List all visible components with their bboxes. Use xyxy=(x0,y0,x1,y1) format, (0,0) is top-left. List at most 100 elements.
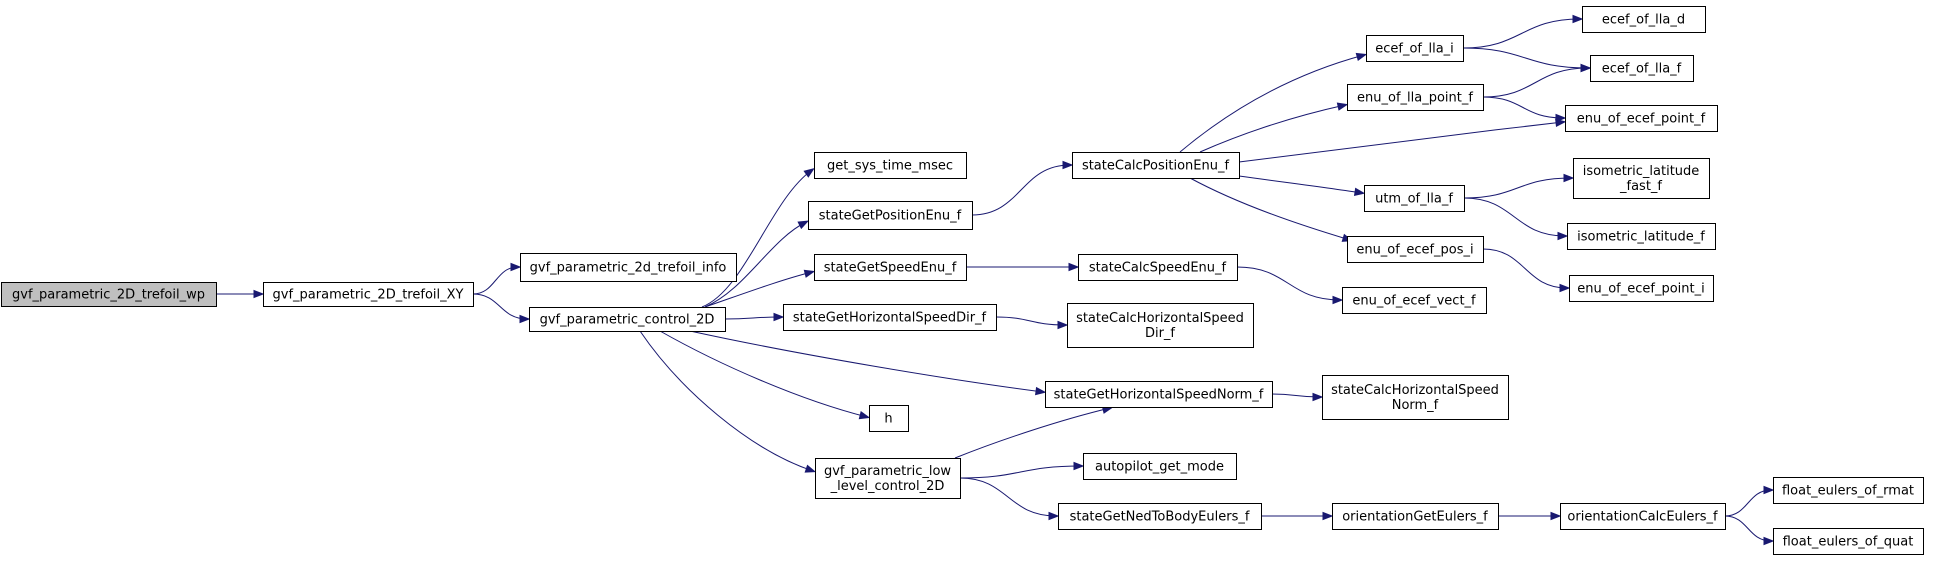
node-label: orientationGetEulers_f xyxy=(1342,510,1488,525)
edge-line xyxy=(1238,121,1564,163)
arrowhead-icon xyxy=(1355,52,1368,62)
edge-line xyxy=(954,407,1111,459)
node-label: enu_of_ecef_point_i xyxy=(1577,282,1705,297)
node-ecef_of_lla_i[interactable]: ecef_of_lla_i xyxy=(1366,35,1464,62)
node-float_eulers_of_quat[interactable]: float_eulers_of_quat xyxy=(1773,528,1924,555)
arrowhead-icon xyxy=(1763,536,1775,546)
edge-stateGetPositionEnu_f-to-stateCalcPositionEnu_f xyxy=(971,160,1074,216)
node-stateCalcSpeedEnu_f[interactable]: stateCalcSpeedEnu_f xyxy=(1078,254,1238,281)
arrowhead-icon xyxy=(1048,511,1060,521)
node-stateGetPositionEnu_f[interactable]: stateGetPositionEnu_f xyxy=(808,201,973,230)
node-stateGetHorizontalSpeedNorm_f[interactable]: stateGetHorizontalSpeedNorm_f xyxy=(1045,381,1273,408)
arrowhead-icon xyxy=(773,312,785,322)
node-box xyxy=(1078,254,1238,281)
edge-ecef_of_lla_i-to-ecef_of_lla_d xyxy=(1462,14,1584,49)
node-orientationCalcEulers_f[interactable]: orientationCalcEulers_f xyxy=(1560,503,1726,530)
node-label: ecef_of_lla_d xyxy=(1602,13,1685,28)
edge-gvf_control_2D-to-gvf_low_level xyxy=(639,330,817,473)
node-stateCalcPositionEnu_f[interactable]: stateCalcPositionEnu_f xyxy=(1072,152,1240,179)
arrowhead-icon xyxy=(1336,102,1349,111)
edge-line xyxy=(724,316,782,320)
edge-utm_of_lla_f-to-isometric_latitude_fast_f xyxy=(1463,173,1575,199)
edge-line xyxy=(1238,175,1363,194)
edge-gvf_low_level-to-stateGetHorizontalSpeedNorm_f xyxy=(954,405,1114,459)
arrowhead-icon xyxy=(1580,63,1592,73)
edge-line xyxy=(1179,54,1365,153)
node-gvf_trefoil_info[interactable]: gvf_parametric_2d_trefoil_info xyxy=(520,253,737,282)
node-label: Norm_f xyxy=(1392,398,1439,413)
edge-utm_of_lla_f-to-isometric_latitude_f xyxy=(1463,197,1569,241)
node-utm_of_lla_f[interactable]: utm_of_lla_f xyxy=(1364,185,1465,212)
edge-line xyxy=(1189,177,1351,241)
node-label: isometric_latitude xyxy=(1583,164,1700,179)
edge-gvf_control_2D-to-stateGetHorizontalSpeedDir_f xyxy=(724,312,785,322)
arrowhead-icon xyxy=(1332,295,1344,305)
arrowhead-icon xyxy=(1572,14,1584,24)
edge-orientationCalcEulers_f-to-float_eulers_of_rmat xyxy=(1724,485,1775,517)
arrowhead-icon xyxy=(1322,511,1334,521)
edge-stateGetHorizontalSpeedDir_f-to-stateCalcHorizontalSpeedDir_f xyxy=(995,316,1069,330)
node-stateGetSpeedEnu_f[interactable]: stateGetSpeedEnu_f xyxy=(814,254,967,281)
node-enu_of_ecef_point_i[interactable]: enu_of_ecef_point_i xyxy=(1569,275,1714,302)
edge-line xyxy=(959,465,1082,479)
node-label: gvf_parametric_2d_trefoil_info xyxy=(530,261,727,276)
arrowhead-icon xyxy=(803,168,815,178)
edge-line xyxy=(959,477,1057,517)
edge-stateGetSpeedEnu_f-to-stateCalcSpeedEnu_f xyxy=(965,262,1080,272)
node-label: stateCalcHorizontalSpeed xyxy=(1076,311,1244,326)
arrowhead-icon xyxy=(1068,262,1080,272)
node-h[interactable]: h xyxy=(869,405,909,432)
node-ecef_of_lla_d[interactable]: ecef_of_lla_d xyxy=(1582,6,1706,33)
node-label: gvf_parametric_low xyxy=(824,464,951,479)
node-get_sys_time_msec[interactable]: get_sys_time_msec xyxy=(814,152,967,179)
node-label: enu_of_ecef_vect_f xyxy=(1352,294,1476,309)
edge-line xyxy=(639,330,814,472)
node-label: stateGetHorizontalSpeedNorm_f xyxy=(1054,388,1264,403)
node-enu_of_lla_point_f[interactable]: enu_of_lla_point_f xyxy=(1347,84,1484,111)
node-isometric_latitude_f[interactable]: isometric_latitude_f xyxy=(1567,223,1716,250)
node-gvf_low_level[interactable]: gvf_parametric_low_level_control_2D xyxy=(815,458,961,499)
arrowhead-icon xyxy=(1763,485,1775,495)
node-isometric_latitude_fast_f[interactable]: isometric_latitude_fast_f xyxy=(1573,158,1710,199)
node-gvf_trefoil_wp[interactable]: gvf_parametric_2D_trefoil_wp xyxy=(1,282,217,307)
arrowhead-icon xyxy=(803,269,816,278)
node-box xyxy=(1,282,217,307)
arrowhead-icon xyxy=(1555,113,1567,123)
edge-gvf_control_2D-to-stateGetHorizontalSpeedNorm_f xyxy=(689,330,1047,396)
node-box xyxy=(1366,35,1464,62)
node-label: ecef_of_lla_f xyxy=(1602,62,1682,77)
node-float_eulers_of_rmat[interactable]: float_eulers_of_rmat xyxy=(1773,477,1924,504)
node-gvf_control_2D[interactable]: gvf_parametric_control_2D xyxy=(529,307,726,332)
node-stateGetNedToBodyEulers_f[interactable]: stateGetNedToBodyEulers_f xyxy=(1058,503,1262,530)
edge-gvf_trefoil_wp-to-gvf_trefoil_XY xyxy=(215,289,265,299)
node-enu_of_ecef_pos_i[interactable]: enu_of_ecef_pos_i xyxy=(1347,236,1484,263)
node-box xyxy=(1083,453,1237,480)
edge-gvf_control_2D-to-h xyxy=(659,330,871,420)
node-label: float_eulers_of_quat xyxy=(1783,535,1914,550)
node-label: stateCalcSpeedEnu_f xyxy=(1089,261,1227,276)
edge-gvf_control_2D-to-get_sys_time_msec xyxy=(701,168,815,308)
node-box xyxy=(814,254,967,281)
arrowhead-icon xyxy=(1035,386,1047,396)
node-ecef_of_lla_f[interactable]: ecef_of_lla_f xyxy=(1590,55,1694,82)
node-enu_of_ecef_vect_f[interactable]: enu_of_ecef_vect_f xyxy=(1342,287,1487,314)
node-orientationGetEulers_f[interactable]: orientationGetEulers_f xyxy=(1332,503,1499,530)
node-stateGetHorizontalSpeedDir_f[interactable]: stateGetHorizontalSpeedDir_f xyxy=(783,304,997,331)
node-gvf_trefoil_XY[interactable]: gvf_parametric_2D_trefoil_XY xyxy=(263,282,474,307)
arrowhead-icon xyxy=(510,262,522,272)
node-label: orientationCalcEulers_f xyxy=(1567,510,1718,525)
node-autopilot_get_mode[interactable]: autopilot_get_mode xyxy=(1083,453,1237,480)
node-box xyxy=(263,282,474,307)
edge-line xyxy=(995,316,1066,326)
node-label: float_eulers_of_rmat xyxy=(1782,484,1914,499)
node-box xyxy=(1072,152,1240,179)
node-box xyxy=(814,152,967,179)
node-enu_of_ecef_point_f[interactable]: enu_of_ecef_point_f xyxy=(1565,105,1718,132)
edge-line xyxy=(704,271,813,308)
node-box xyxy=(1067,303,1254,348)
edge-line xyxy=(971,164,1071,216)
edge-line xyxy=(1482,67,1589,98)
